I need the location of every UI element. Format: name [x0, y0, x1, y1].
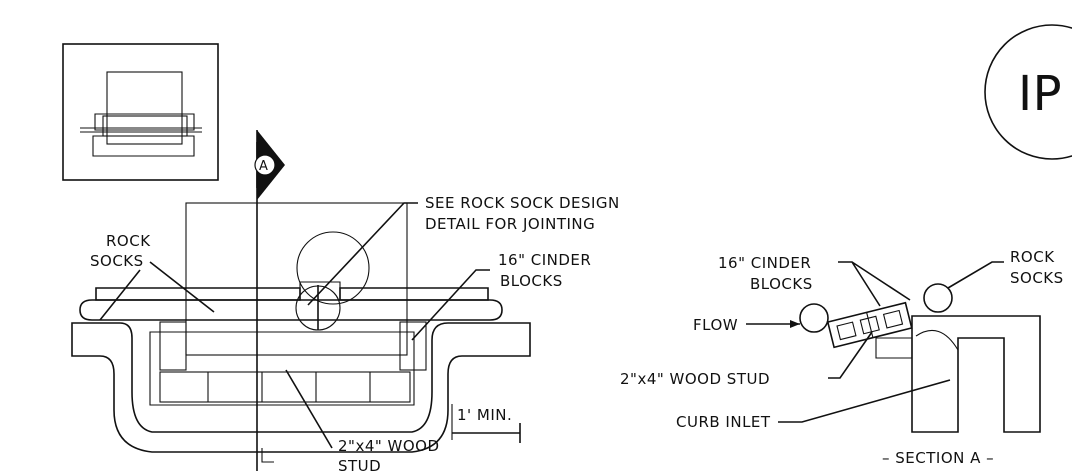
flow-label: FLOW [693, 316, 738, 334]
section-rock-sock-front [799, 303, 829, 333]
plan-cinder-leader [411, 269, 490, 341]
grate-outline [185, 202, 408, 356]
section-rock-leader [947, 261, 1004, 289]
plan-rock-socks-label-1: ROCK [106, 232, 151, 250]
curb-inlet-leader [778, 379, 951, 423]
plan-cinder-label-2: BLOCKS [500, 272, 563, 290]
curb-inlet-body [911, 315, 1041, 433]
section-cinder-label-2: BLOCKS [750, 275, 813, 293]
see-detail-leader [307, 202, 418, 306]
section-stud-label: 2"x4" WOOD STUD [620, 370, 770, 388]
see-detail-label-1: SEE ROCK SOCK DESIGN [425, 194, 620, 212]
section-stud-leader [828, 331, 873, 379]
plan-rock-socks-leaders [99, 261, 215, 321]
key-plan-thumbnail [62, 43, 219, 181]
rock-sock-lower [71, 322, 531, 453]
plan-stud-label-1: 2"x4" WOOD [338, 437, 440, 455]
section-rock-label-1: ROCK [1010, 248, 1055, 266]
section-cinder-blocks [826, 301, 913, 349]
detail-badge: IP [984, 24, 1072, 160]
min-label: 1' MIN. [457, 406, 512, 424]
plan-stud-label-2: STUD [338, 457, 381, 471]
rock-sock-upper [79, 299, 503, 321]
plan-view: A [71, 130, 531, 471]
plan-rock-socks-label-2: SOCKS [90, 252, 144, 270]
plan-cinder-label-1: 16" CINDER [498, 251, 591, 269]
see-detail-label-2: DETAIL FOR JOINTING [425, 215, 595, 233]
section-rock-label-2: SOCKS [1010, 269, 1064, 287]
badge-text: IP [1018, 66, 1062, 122]
section-rock-sock-top [923, 283, 953, 313]
section-title: – SECTION A – [882, 449, 994, 467]
cinder-blocks-plan [159, 371, 411, 403]
section-cinder-label-1: 16" CINDER [718, 254, 811, 272]
section-marker-letter: A [259, 159, 268, 174]
curb-inlet-label: CURB INLET [676, 413, 771, 431]
section-view [799, 283, 1041, 433]
section-cinder-leaders [838, 261, 911, 307]
plan-stud-leader [285, 369, 333, 449]
